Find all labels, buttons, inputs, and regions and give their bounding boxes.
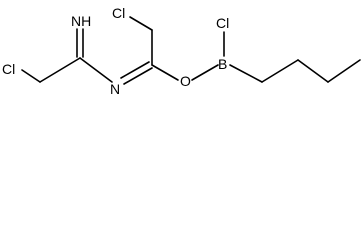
bond-n-c-a	[123, 67, 153, 85]
bond-n-c-b	[120, 61, 150, 79]
bond-o-b	[191, 64, 219, 81]
atom-label-cl-left: Cl	[2, 61, 15, 77]
atom-label-nh: NH	[71, 13, 91, 29]
bond-ch2-cl-top	[129, 16, 153, 31]
atom-label-n: N	[110, 81, 120, 97]
bond-cl-ch2-left	[21, 69, 41, 83]
bond-c-o	[151, 64, 179, 81]
bond-c2-c3	[297, 59, 329, 83]
bond-ch2-c-left	[39, 57, 81, 83]
bond-c3-c4	[327, 59, 361, 83]
bond-c-n	[79, 57, 113, 83]
chemical-structure: NH Cl Cl N O B Cl	[0, 0, 364, 98]
structure-drawing: NH Cl Cl N O B Cl	[2, 5, 361, 97]
atom-label-cl-top: Cl	[112, 5, 125, 21]
atom-label-o: O	[180, 73, 191, 89]
bond-b-c1	[229, 64, 263, 83]
bond-c1-c2	[261, 59, 299, 83]
atom-label-b: B	[218, 56, 227, 72]
atom-label-cl-boron: Cl	[216, 15, 229, 31]
